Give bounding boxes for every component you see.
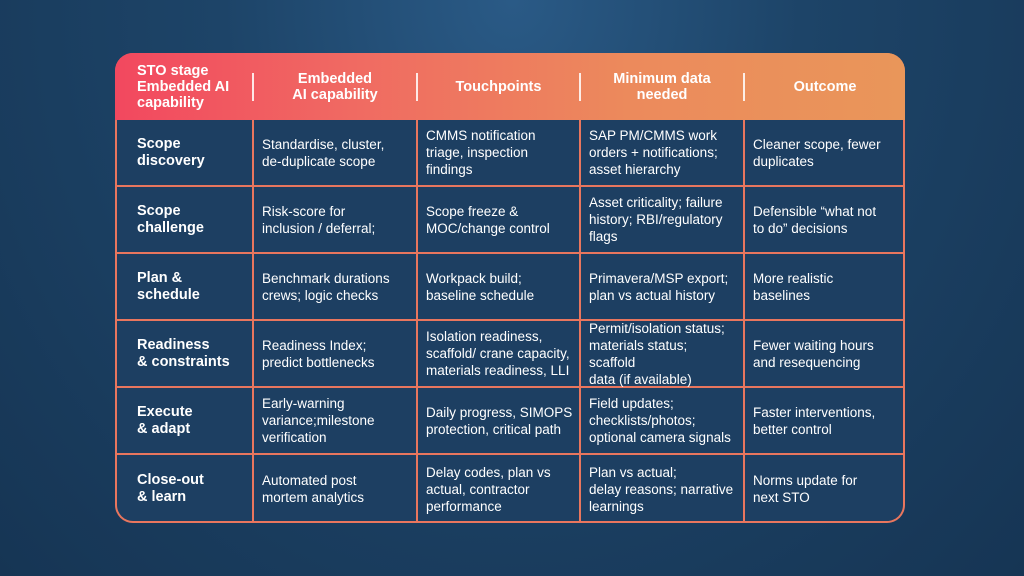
header-separator <box>743 73 745 101</box>
cell-ai-capability: Standardise, cluster, de-duplicate scope <box>262 136 385 169</box>
row-divider <box>115 252 905 254</box>
column-divider <box>743 120 745 523</box>
cell-ai-capability: Benchmark durations crews; logic checks <box>262 270 390 303</box>
cell-touchpoints: Scope freeze & MOC/change control <box>426 203 550 236</box>
row-divider <box>115 386 905 388</box>
header-sto-stage: STO stage Embedded AI capability <box>137 62 230 111</box>
header-minimum-data: Minimum data needed <box>613 70 711 103</box>
cell-minimum-data: SAP PM/CMMS work orders + notifications;… <box>589 128 718 177</box>
cell-outcome: Norms update for next STO <box>753 473 858 505</box>
header-outcome: Outcome <box>793 78 857 95</box>
row-divider <box>115 319 905 321</box>
cell-minimum-data: Field updates; checklists/photos; option… <box>589 396 731 445</box>
cell-ai-capability: Risk-score for inclusion / deferral; <box>262 203 376 236</box>
cell-minimum-data: Asset criticality; failure history; RBI/… <box>589 195 723 244</box>
column-divider <box>579 120 581 523</box>
cell-touchpoints: Isolation readiness, scaffold/ crane cap… <box>426 329 570 378</box>
cell-touchpoints: Delay codes, plan vs actual, contractor … <box>426 464 551 514</box>
cell-minimum-data: Plan vs actual; delay reasons; narrative… <box>589 464 734 514</box>
cell-ai-capability: Automated post mortem analytics <box>262 473 365 505</box>
row-divider <box>115 453 905 455</box>
cell-stage: Execute & adapt <box>137 403 193 437</box>
cell-stage: Readiness & constraints <box>137 336 230 370</box>
header-separator <box>579 73 581 101</box>
cell-outcome: Cleaner scope, fewer duplicates <box>753 136 881 169</box>
cell-outcome: Fewer waiting hours and resequencing <box>753 337 874 370</box>
cell-minimum-data: Permit/isolation status; materials statu… <box>589 320 725 387</box>
cell-stage: Close-out & learn <box>137 472 204 505</box>
cell-stage: Scope challenge <box>137 202 204 236</box>
cell-stage: Scope discovery <box>137 135 205 169</box>
cell-outcome: More realistic baselines <box>753 270 834 303</box>
header-separator <box>252 73 254 101</box>
cell-touchpoints: Workpack build; baseline schedule <box>426 270 535 303</box>
header-separator <box>416 73 418 101</box>
cell-touchpoints: Daily progress, SIMOPS protection, criti… <box>426 404 573 437</box>
table-header-row: STO stage Embedded AI capability Embedde… <box>115 53 905 120</box>
cell-stage: Plan & schedule <box>137 269 200 303</box>
sto-ai-table: STO stage Embedded AI capability Embedde… <box>115 53 905 523</box>
column-divider <box>416 120 418 523</box>
cell-touchpoints: CMMS notification triage, inspection fin… <box>426 128 536 177</box>
column-divider <box>252 120 254 523</box>
cell-ai-capability: Early-warning variance;milestone verific… <box>262 396 375 445</box>
header-embedded-ai: Embedded AI capability <box>292 70 378 103</box>
row-divider <box>115 185 905 187</box>
cell-outcome: Faster interventions, better control <box>753 404 876 437</box>
cell-minimum-data: Primavera/MSP export; plan vs actual his… <box>589 270 729 303</box>
cell-outcome: Defensible “what not to do” decisions <box>753 203 877 236</box>
header-touchpoints: Touchpoints <box>455 78 542 95</box>
cell-ai-capability: Readiness Index; predict bottlenecks <box>262 337 375 370</box>
